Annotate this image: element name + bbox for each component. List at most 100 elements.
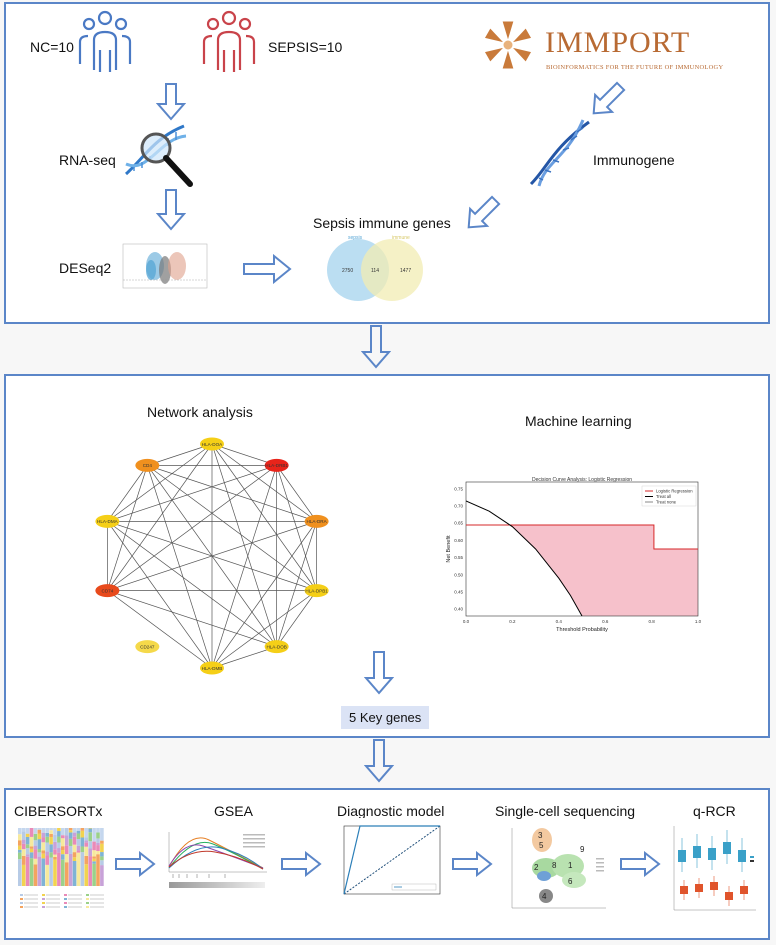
network-node: HLA-DMB	[200, 661, 224, 675]
stacked-bar-segment	[72, 852, 77, 858]
series-line	[466, 524, 698, 550]
stacked-bar-segment	[18, 859, 22, 886]
stacked-bar-segment	[45, 836, 49, 843]
network-edge	[107, 521, 277, 647]
stacked-bar-segment	[33, 858, 38, 865]
network-edge	[107, 590, 277, 647]
network-node-shape	[200, 437, 224, 451]
key-genes-badge: 5 Key genes	[341, 706, 430, 729]
stacked-bar-segment	[41, 858, 46, 886]
stacked-bar-segment	[68, 838, 73, 846]
dna-helix-icon	[529, 119, 590, 187]
box	[695, 884, 703, 892]
network-node-shape	[304, 514, 329, 528]
y-axis-label: Net Benefit	[446, 535, 452, 563]
stacked-bar-segment	[25, 833, 30, 837]
stacked-bar-segment	[29, 828, 34, 837]
stacked-bar-segment	[29, 836, 34, 847]
stacked-bar-segment	[18, 834, 22, 841]
stacked-bar-segment	[25, 844, 30, 849]
stacked-bar-segment	[88, 832, 92, 842]
cluster-label: 2	[534, 863, 539, 872]
stacked-bar-segment	[33, 833, 38, 841]
stacked-bar-segment	[72, 857, 77, 861]
network-edge	[107, 465, 148, 522]
venn-left-count: 2750	[342, 268, 353, 274]
stacked-bar-segment	[18, 849, 22, 853]
stacked-bar-segment	[29, 852, 34, 859]
network-edge	[147, 465, 317, 522]
network-node: CD74	[95, 584, 120, 598]
stacked-bar-segment	[49, 852, 53, 858]
right-arrow-icon	[452, 851, 493, 877]
venn-overlap-count: 114	[371, 268, 379, 274]
network-node-label: HLA-DRA	[307, 519, 328, 524]
cluster-label: 5	[539, 841, 544, 850]
stacked-bar-segment	[76, 852, 81, 886]
stacked-bar-segment	[80, 852, 85, 886]
stacked-bar-segment	[96, 832, 100, 839]
network-edge	[211, 521, 317, 669]
right-arrow-icon	[115, 851, 156, 877]
gsea-title: GSEA	[214, 803, 253, 819]
legend-label: Treat none	[656, 500, 677, 505]
network-node-label: CD74	[102, 588, 114, 593]
stacked-bar-segment	[72, 828, 77, 833]
stacked-bar-segment	[61, 850, 65, 855]
stacked-bar-segment	[53, 828, 57, 835]
y-tick-label: 0.45	[454, 589, 463, 594]
stacked-bar-segment	[96, 838, 100, 843]
network-edge	[107, 443, 213, 591]
cluster-label: 3	[538, 831, 543, 840]
stacked-bar-segment	[96, 854, 100, 886]
stacked-bar-segment	[80, 830, 85, 838]
stacked-bar-segment	[61, 854, 65, 860]
stacked-bar-segment	[29, 846, 34, 849]
network-node: HLA-DRB1	[264, 458, 289, 472]
stacked-bar-segment	[100, 856, 104, 861]
right-arrow-icon	[243, 254, 292, 284]
stacked-bar-segment	[37, 829, 42, 834]
x-tick-label: 1.0	[695, 619, 702, 624]
y-tick-label: 0.50	[454, 572, 463, 577]
stacked-bar-segment	[84, 864, 89, 886]
down-arrow-icon	[361, 325, 391, 369]
stacked-bar-segment	[88, 841, 92, 849]
stacked-bar-segment	[84, 837, 89, 841]
stacked-bar-segment	[64, 828, 69, 836]
stacked-bar-segment	[57, 831, 61, 837]
stacked-bar-segment	[64, 862, 69, 886]
stacked-bar-segment	[100, 860, 104, 866]
stacked-bar-segment	[33, 840, 38, 846]
ppi-network: HLA-DOAHLA-DRB1HLA-DRAHLA-DPB1HLA-DOBHLA…	[95, 437, 329, 675]
stacked-bar-segment	[37, 839, 42, 849]
umap-thumbnail: 3 5 2 8 1 6 9 4	[506, 824, 610, 916]
box	[678, 850, 686, 862]
network-edge	[147, 465, 317, 591]
stacked-bar-segment	[21, 864, 26, 886]
stacked-bar-segment	[18, 828, 22, 835]
network-edge	[211, 646, 277, 669]
stacked-bar-segment	[64, 854, 69, 863]
x-tick-label: 0.4	[556, 619, 563, 624]
stacked-bar-segment	[72, 860, 77, 886]
stacked-bar-segment	[57, 828, 61, 832]
network-node: HLA-DMA	[95, 514, 120, 528]
stacked-bar-segment	[45, 828, 49, 833]
stacked-bar-segment	[92, 850, 96, 857]
stacked-bar-segment	[21, 849, 26, 856]
stacked-bar-segment	[41, 828, 46, 833]
stacked-bar-segment	[68, 828, 73, 831]
stacked-bar-segment	[88, 856, 92, 886]
rnaseq-label: RNA-seq	[59, 152, 116, 168]
stacked-bar-segment	[92, 863, 96, 886]
network-edge	[276, 590, 317, 647]
stacked-bar-segment	[53, 859, 57, 886]
x-tick-label: 0.6	[602, 619, 609, 624]
immport-subtitle: BIOINFORMATICS FOR THE FUTURE OF IMMUNOL…	[546, 64, 724, 71]
stacked-bar-segment	[68, 832, 73, 839]
stacked-bar-segment	[100, 843, 104, 853]
stacked-bar-segment	[21, 828, 26, 832]
roc-thumbnail	[332, 818, 444, 904]
